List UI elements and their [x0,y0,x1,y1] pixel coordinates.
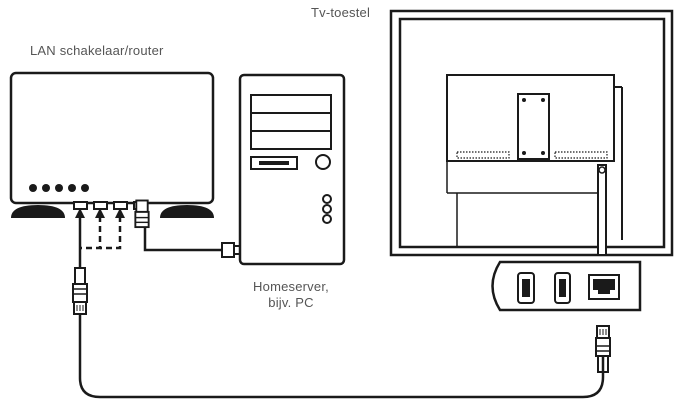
tv-back-panel-icon [389,9,674,257]
tv-vent-left [456,151,510,159]
pc-drive-bay-3 [250,130,332,150]
ethernet-cable-main [78,314,605,399]
router-pc-cable [143,228,222,252]
pc-drive-bay-2 [250,112,332,132]
tv-label: Tv-toestel [311,5,371,20]
router-pc-plug [134,199,150,229]
router-icon [9,71,215,218]
ethernet-plug-icon-router [72,267,88,315]
pc-label: Homeserver, bijv. PC [226,279,356,311]
router-right-foot [160,205,214,218]
connector-box-icon [491,260,642,312]
port-arrows [75,208,125,218]
tv-connector-cable [597,164,607,256]
pc-power-button [315,154,331,170]
router-left-foot [11,205,65,218]
ethernet-port-icon [588,274,620,300]
hdmi-port-icon-2 [554,272,571,304]
pc-drive-bay-1 [250,94,332,114]
router-label: LAN schakelaar/router [30,43,164,58]
pc-ethernet-plug [221,242,241,258]
tv-vesa-plate [517,93,550,160]
pc-label-line-1: Homeserver, [253,279,329,294]
tv-vent-right [554,151,608,159]
pc-label-line-2: bijv. PC [268,295,314,310]
hdmi-port-icon [517,272,535,304]
optional-connections-dashed [80,216,122,250]
desktop-pc-icon [238,73,346,266]
router-status-leds [29,184,89,192]
